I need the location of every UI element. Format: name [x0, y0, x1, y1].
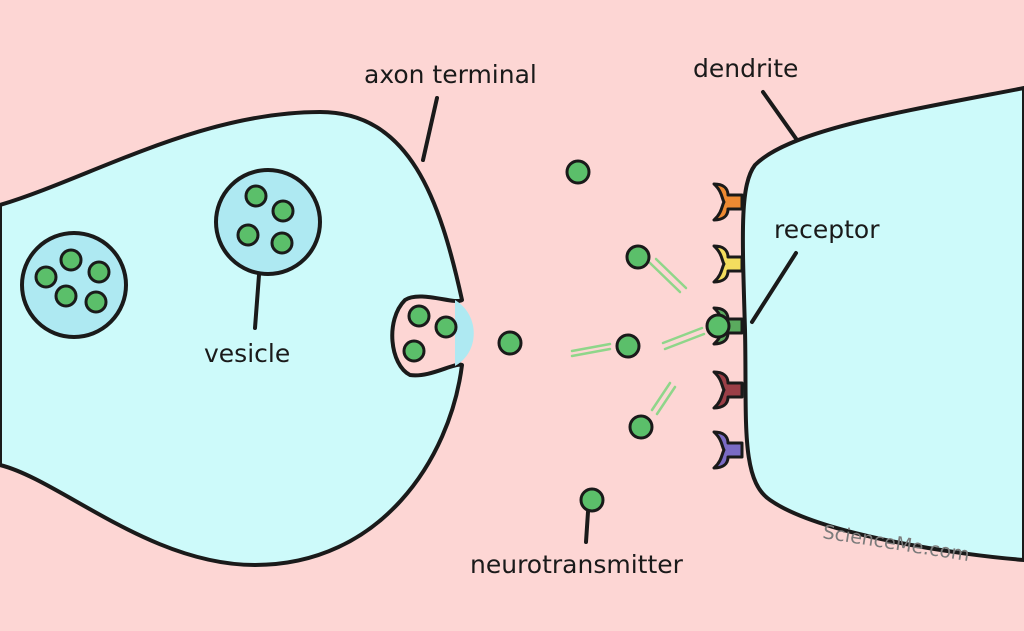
releasing-vesicle-neurotransmitters: [402, 304, 458, 363]
dendrite-body: [740, 86, 1024, 562]
vesicle-leader: [253, 273, 261, 330]
axon-terminal-leader: [421, 96, 439, 162]
receptor-maroon: [712, 370, 744, 410]
leader-lines: [253, 90, 799, 544]
neurotransmitter-dot: [434, 315, 458, 339]
neurotransmitter-dot: [402, 339, 426, 363]
neurotransmitter-dot: [628, 414, 654, 440]
neurotransmitter-dot: [59, 248, 83, 272]
neurotransmitter-dot: [407, 304, 431, 328]
neurotransmitter-dot: [497, 330, 523, 356]
receptor-orange: [712, 182, 744, 222]
neurotransmitter-dot: [54, 284, 78, 308]
label-neurotransmitter: neurotransmitter: [470, 550, 684, 579]
label-vesicle: vesicle: [204, 339, 290, 368]
neurotransmitter-dot: [84, 290, 108, 314]
neurotransmitter-dot: [270, 231, 294, 255]
neurotransmitter-dot: [244, 184, 268, 208]
bound-neurotransmitter: [705, 313, 731, 339]
dendrite-leader: [761, 90, 799, 142]
neurotransmitter-dot: [87, 260, 111, 284]
motion-streaks: [570, 257, 706, 416]
label-axon-terminal: axon terminal: [364, 60, 537, 89]
receptor-yellow: [712, 244, 744, 284]
neurotransmitter-dot: [236, 223, 260, 247]
neurotransmitter-dot: [615, 333, 641, 359]
vesicle-upper-neurotransmitters: [236, 184, 295, 255]
vesicle-left-neurotransmitters: [34, 248, 111, 314]
receptor-leader: [750, 251, 798, 324]
neurotransmitter-leader: [584, 510, 590, 544]
receptor-purple: [712, 430, 744, 470]
neurotransmitter-dot: [271, 199, 295, 223]
label-dendrite: dendrite: [693, 54, 798, 83]
label-receptor: receptor: [774, 215, 880, 244]
release-opening: [455, 300, 474, 366]
neurotransmitter-dot: [579, 487, 605, 513]
free-neurotransmitters: [497, 159, 654, 513]
neurotransmitter-dot: [625, 244, 651, 270]
neurotransmitter-dot: [565, 159, 591, 185]
neurotransmitter-dot: [34, 265, 58, 289]
vesicle-left: [20, 231, 128, 339]
axon-terminal-body: [0, 110, 464, 567]
vesicle-upper: [214, 168, 322, 276]
